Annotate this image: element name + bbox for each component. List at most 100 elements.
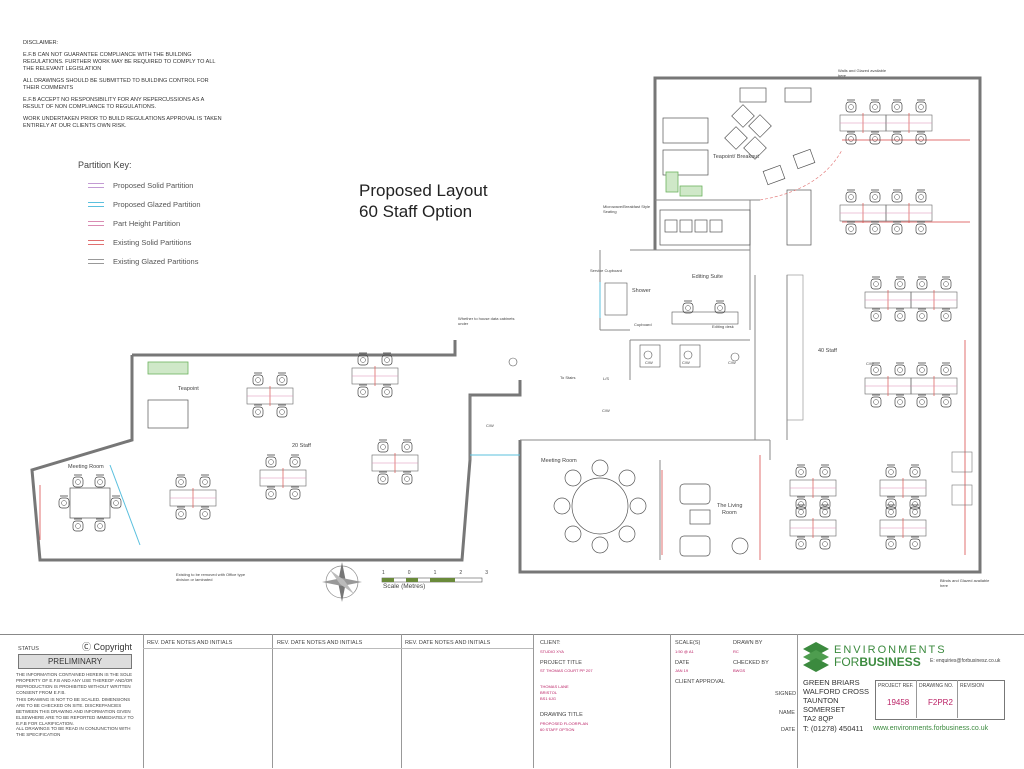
key-item-label: Proposed Glazed Partition: [113, 200, 201, 209]
info-2: THIS DRAWING IS NOT TO BE SCALED. DIMENS…: [16, 697, 134, 726]
project-ref-label: PROJECT REF.: [878, 683, 914, 689]
kitchen-units: [147, 171, 703, 375]
rev-header: REV. DATE NOTES AND INITIALS: [277, 640, 362, 646]
drawing-no-value: F2PR2: [928, 698, 953, 707]
revision-label: REVISION: [960, 683, 984, 689]
rev-header: REV. DATE NOTES AND INITIALS: [147, 640, 232, 646]
address-line: TA2 8QP: [803, 714, 834, 723]
key-item-label: Part Height Partition: [113, 219, 181, 228]
key-item: Part Height Partition: [88, 219, 180, 228]
rev-col: REV.: [147, 640, 160, 646]
layout-title-line1: Proposed Layout: [359, 181, 488, 200]
date-col: DATE: [290, 640, 306, 646]
label-meeting-room-left: Meeting Room: [68, 464, 104, 470]
info-1: THE INFORMATION CONTAINED HEREIN IS THE …: [16, 672, 133, 695]
rev-col: REV.: [277, 640, 290, 646]
copyright-label: Copyright: [93, 642, 133, 652]
disclaimer-p3: E.F.B ACCEPT NO RESPONSIBILITY FOR ANY R…: [23, 97, 204, 110]
disclaimer-p1: E.F.B CAN NOT GUARANTEE COMPLIANCE WITH …: [23, 52, 216, 72]
date-value: JAN 19: [675, 668, 689, 673]
disclaimer-p4: WORK UNDERTAKEN PRIOR TO BUILD REGULATIO…: [23, 116, 222, 129]
client-label: CLIENT:: [540, 640, 561, 646]
copyright-icon: Ⓒ: [82, 642, 94, 652]
notes-col: NOTES AND INITIALS: [306, 640, 363, 646]
label-editing-suite: Editing Suite: [692, 274, 723, 280]
date-col: DATE: [418, 640, 434, 646]
building-walls: [30, 76, 982, 574]
key-item: Existing Glazed Partitions: [88, 257, 198, 266]
label-shower: Shower: [632, 288, 651, 294]
label-living-room-2: Room: [722, 510, 737, 516]
key-item: Proposed Solid Partition: [88, 181, 193, 190]
label-40-staff: 40 Staff: [818, 348, 837, 354]
label-20-staff: 20 Staff: [292, 443, 311, 449]
status-value: PRELIMINARY: [18, 654, 132, 669]
label-cw-4: C/W: [682, 360, 690, 365]
scale-tick: 1: [382, 570, 385, 576]
label-cw-5: C/W: [728, 360, 736, 365]
note-bottom-right: Blinds and Glazed available here: [940, 578, 990, 588]
date-label: DATE: [675, 660, 690, 666]
label-cupboard: Cupboard: [634, 322, 652, 327]
status-label: STATUS: [18, 646, 39, 652]
notes-col: NOTES AND INITIALS: [176, 640, 233, 646]
checked-by-label: CHECKED BY: [733, 660, 769, 666]
address-line: SOMERSET: [803, 705, 846, 714]
date2-label: DATE: [781, 727, 796, 733]
key-item-label: Existing Glazed Partitions: [113, 257, 199, 266]
project-title-value: ST THOMAS COURT PP 207: [540, 668, 593, 673]
rev-header: REV. DATE NOTES AND INITIALS: [405, 640, 490, 646]
notes-col: NOTES AND INITIALS: [434, 640, 491, 646]
existing-partitions: [39, 139, 970, 560]
address-line: GREEN BRIARS: [803, 678, 860, 687]
drawn-by-value: RC: [733, 649, 739, 654]
address-1: THOMAS LANE: [540, 684, 569, 689]
key-item: Existing Solid Partitions: [88, 238, 191, 247]
key-item: Proposed Glazed Partition: [88, 200, 201, 209]
copyright-row: Ⓒ Copyright: [82, 640, 132, 653]
company-business: BUSINESS: [859, 655, 921, 669]
company-logo-icon: [803, 642, 829, 672]
label-lift: L/S: [603, 376, 610, 381]
scale-tick: 3: [485, 570, 488, 576]
company-phone: T: (01278) 450411: [803, 724, 864, 733]
drawn-by-label: DRAWN BY: [733, 640, 763, 646]
date-col: DATE: [160, 640, 176, 646]
company-name-line1: ENVIRONMENTS: [834, 644, 947, 656]
address-line: WALFORD CROSS: [803, 687, 869, 696]
client-approval-label: CLIENT APPROVAL: [675, 679, 725, 685]
scale-bar-ticks: 1 0 1 2 3: [382, 570, 488, 576]
company-for: FOR: [834, 655, 860, 669]
label-meeting-room-right: Meeting Room: [541, 458, 577, 464]
drawing-title-value-1: PROPOSED FLOORPLAN: [540, 721, 589, 726]
scale-bar-graphic: [381, 577, 483, 583]
note-left: Existing to be removed with Office type …: [176, 572, 246, 582]
toilets: [508, 282, 740, 368]
rev-col: REV.: [405, 640, 418, 646]
scale-tick: 0: [407, 570, 411, 576]
key-item-label: Proposed Solid Partition: [113, 181, 194, 190]
info-3: ALL DRAWINGS TO BE READ IN CONJUNCTION W…: [16, 726, 131, 737]
disclaimer-p2: ALL DRAWINGS SHOULD BE SUBMITTED TO BUIL…: [23, 78, 209, 91]
note-top-left: Whether to house data cabinets under: [458, 316, 515, 326]
layout-title-line2: 60 Staff Option: [359, 202, 473, 221]
label-teapoint-breakout: Teapoint/ Breakout: [713, 154, 759, 160]
checked-by-value: BWGS: [733, 668, 746, 673]
meeting-table-left: [58, 474, 122, 532]
label-to-stairs: To Stairs: [560, 375, 576, 380]
disclaimer-heading: DISCLAIMER:: [23, 40, 59, 46]
company-website: www.environments.forbusiness.co.uk: [873, 725, 989, 732]
project-title-label: PROJECT TITLE: [540, 660, 582, 666]
disclaimer: DISCLAIMER: E.F.B CAN NOT GUARANTEE COMP…: [23, 40, 223, 135]
label-service-cupboard: Service Cupboard: [590, 268, 623, 273]
address-3: BS1 6JG: [540, 696, 557, 701]
label-living-room-1: The Living: [717, 503, 743, 509]
signed-label: SIGNED: [775, 691, 797, 697]
label-cw-2: C/W: [486, 423, 494, 428]
scale-tick: 1: [433, 570, 437, 576]
label-editing-desk: Editing desk: [712, 324, 734, 329]
scale-bar-label: Scale (Metres): [383, 583, 426, 590]
glazed-partitions: [109, 282, 601, 546]
label-cw-1: C/W: [602, 408, 610, 413]
address-2: BRISTOL: [540, 690, 558, 695]
